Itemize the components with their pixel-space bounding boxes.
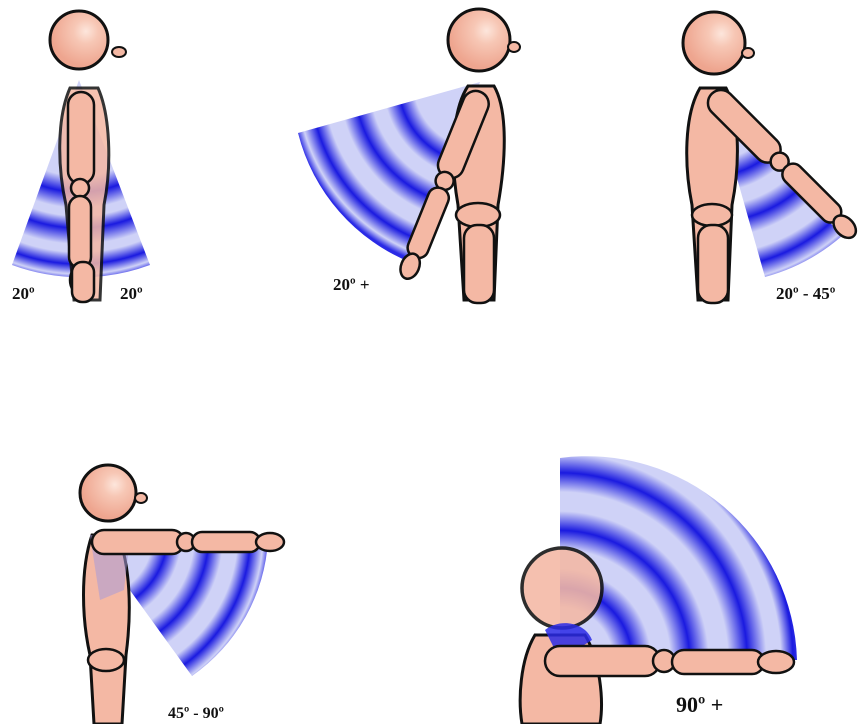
figure-neutral: 20º 20º	[12, 11, 150, 303]
head	[522, 548, 602, 628]
head	[50, 11, 108, 69]
head	[80, 465, 136, 521]
hand	[758, 651, 794, 673]
head	[448, 9, 510, 71]
upper-arm	[68, 92, 94, 184]
figure-extension: 20º +	[298, 9, 520, 303]
nose	[508, 42, 520, 52]
forearm	[192, 532, 260, 552]
label-flexion-low: 20º - 45º	[776, 284, 836, 303]
label-neutral-left: 20º	[12, 284, 35, 303]
leg	[464, 225, 494, 303]
leg	[698, 225, 728, 303]
leg	[72, 262, 94, 302]
hip-joint	[456, 203, 500, 227]
hip-joint	[88, 649, 124, 671]
head	[683, 12, 745, 74]
nose	[135, 493, 147, 503]
forearm	[672, 650, 764, 674]
figure-flexion-low: 20º - 45º	[683, 12, 863, 303]
upper-arm	[92, 530, 184, 554]
nose	[112, 47, 126, 57]
hip-joint	[692, 204, 732, 226]
label-extension: 20º +	[333, 275, 370, 294]
figure-flexion-high: 90º +	[520, 456, 797, 724]
label-neutral-right: 20º	[120, 284, 143, 303]
upper-arm	[545, 646, 660, 676]
figure-flexion-mid: 45º - 90º	[80, 465, 284, 724]
elbow	[71, 179, 89, 197]
forearm	[69, 196, 91, 268]
label-flexion-high: 90º +	[676, 692, 723, 717]
label-flexion-mid: 45º - 90º	[168, 705, 224, 722]
range-arc-flexion-high	[560, 456, 797, 660]
nose	[742, 48, 754, 58]
hand	[256, 533, 284, 551]
